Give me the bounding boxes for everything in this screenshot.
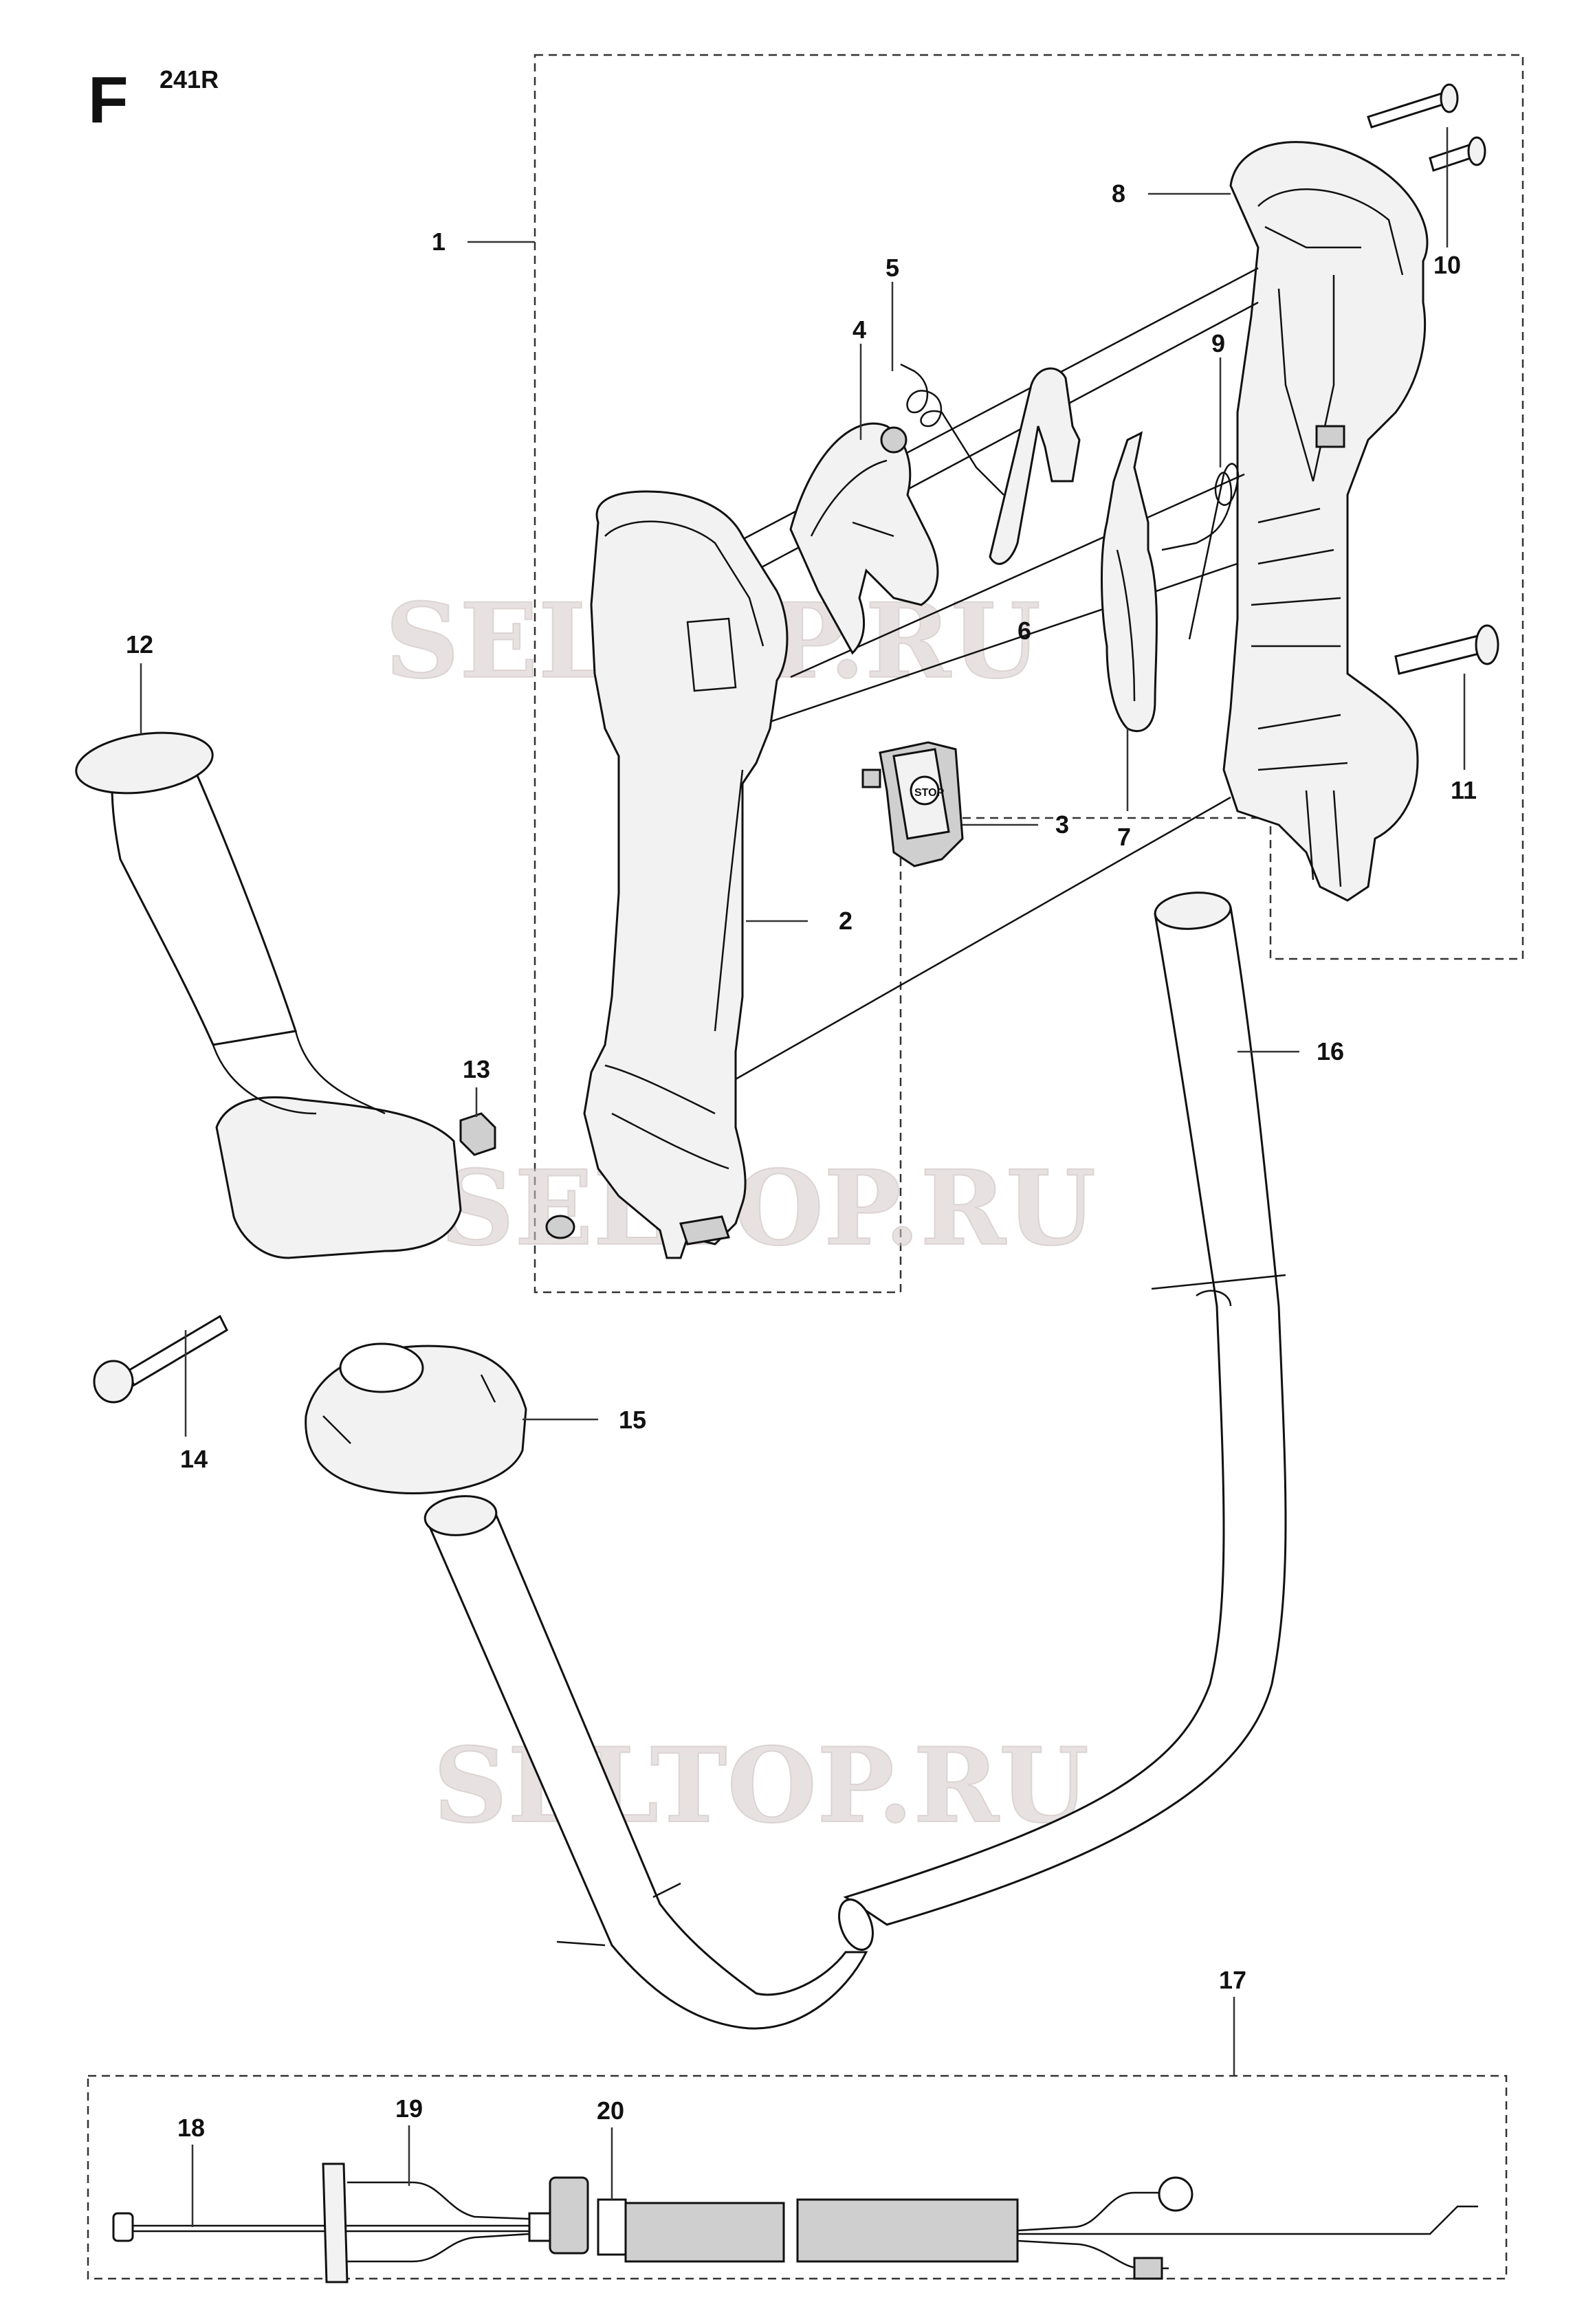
- callout-5: 5: [886, 254, 899, 282]
- callout-9: 9: [1211, 329, 1225, 357]
- callout-4: 4: [852, 316, 866, 344]
- callout-2: 2: [839, 907, 852, 935]
- callout-16: 16: [1317, 1037, 1344, 1065]
- callout-11: 11: [1451, 776, 1477, 804]
- handle-half-left: [583, 490, 789, 1259]
- handle-half-right: [1222, 141, 1429, 902]
- assembly-line: [735, 267, 1259, 1081]
- callout-17: 17: [1219, 1966, 1246, 1994]
- throttle-lockout: [989, 367, 1081, 565]
- callout-20: 20: [597, 2096, 624, 2125]
- front-handle-grip: [75, 731, 462, 1259]
- stop-switch-label: STOP: [914, 787, 945, 799]
- throttle-cable: [112, 2162, 1478, 2283]
- section-letter: F: [88, 63, 129, 137]
- callout-13: 13: [463, 1055, 490, 1083]
- callout-10: 10: [1433, 251, 1461, 279]
- screw-10-upper: [1367, 83, 1459, 129]
- throttle-trigger: [789, 422, 939, 655]
- spring-5: [900, 363, 1004, 496]
- watermark: SELTOP.RU: [440, 1148, 1096, 1269]
- callout-19: 19: [395, 2094, 423, 2123]
- callout-15: 15: [619, 1406, 646, 1434]
- callout-8: 8: [1112, 179, 1125, 208]
- callout-3: 3: [1055, 810, 1069, 839]
- callout-18: 18: [177, 2114, 205, 2142]
- model-number: 241R: [160, 65, 219, 93]
- screw-10-lower: [1429, 136, 1486, 172]
- clamp-15: [305, 1342, 527, 1494]
- nut-13: [459, 1112, 575, 1239]
- cable-assembly-boundary: [87, 2074, 1508, 2280]
- callout-12: 12: [126, 630, 153, 659]
- screw-11: [1394, 624, 1499, 675]
- callout-14: 14: [180, 1445, 208, 1473]
- bolt-14: [93, 1314, 228, 1404]
- throttle-lever: [1101, 431, 1158, 733]
- handle-tube-16: [424, 892, 1287, 2030]
- stop-switch: STOP: [861, 741, 964, 867]
- watermark: SELTOP.RU: [433, 1725, 1089, 1846]
- callout-6: 6: [1018, 617, 1031, 645]
- callout-1: 1: [432, 228, 446, 256]
- callout-7: 7: [1117, 823, 1131, 851]
- spring-9: [1161, 463, 1240, 640]
